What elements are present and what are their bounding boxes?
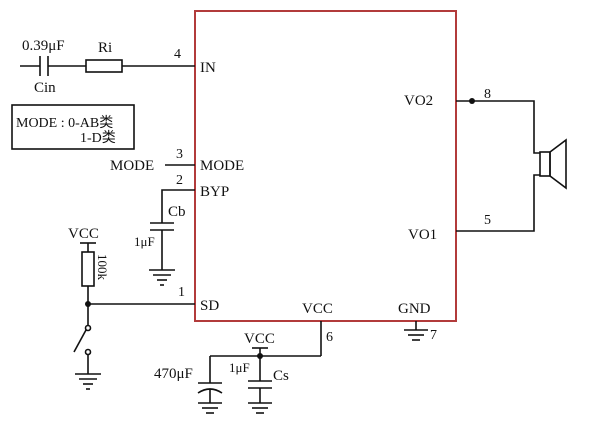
pin-6-number: 6	[326, 330, 333, 345]
mode-legend-line-1: MODE : 0-AB类	[16, 115, 113, 131]
ground-icon	[75, 373, 101, 390]
pin-6-name: VCC	[302, 301, 333, 317]
mode-signal-label: MODE	[110, 158, 154, 174]
switch-icon	[73, 324, 92, 356]
supply-label: VCC	[244, 331, 275, 347]
bypass-cap-name: Cb	[168, 204, 186, 220]
gnd-pin: GND 7	[398, 301, 437, 343]
bulk-cap-value: 470μF	[154, 366, 193, 382]
input-resistor-name: Ri	[98, 40, 112, 56]
pin-7-number: 7	[430, 328, 437, 343]
ground-icon	[149, 269, 175, 286]
ground-icon	[248, 402, 272, 414]
bypass-network: Cb 1μF 2 BYP	[134, 173, 229, 286]
mode-legend-box	[11, 104, 135, 150]
pin-5-name: VO1	[408, 227, 437, 243]
bypass-cap-value: 1μF	[134, 234, 155, 249]
input-cap-name: Cin	[34, 80, 56, 96]
supply-network: VCC 6 VCC 470μF 1	[154, 301, 333, 414]
ground-icon	[404, 329, 428, 341]
pin-2-name: BYP	[200, 184, 229, 200]
input-cap-value: 0.39μF	[22, 38, 65, 54]
mode-legend: MODE : 0-AB类 1-D类	[11, 104, 135, 150]
shutdown-network: VCC 100k 1 SD	[68, 226, 219, 390]
pin-5-number: 5	[484, 213, 491, 228]
pin-7-name: GND	[398, 301, 431, 317]
mode-pin: MODE 3 MODE	[110, 147, 244, 174]
pin-1-name: SD	[200, 298, 219, 314]
decoupling-cap-value: 1μF	[229, 360, 250, 375]
decoupling-cap-name: Cs	[273, 368, 289, 384]
pin-2-number: 2	[176, 173, 183, 188]
mode-legend-line-2: 1-D类	[80, 130, 116, 146]
input-capacitor-symbol	[39, 56, 49, 76]
speaker-icon	[539, 138, 567, 190]
pullup-resistor-symbol	[81, 251, 95, 287]
ic-body	[194, 10, 457, 322]
decoupling-capacitor-symbol	[248, 380, 272, 389]
input-network: 0.39μF Cin Ri 4 IN	[20, 38, 216, 96]
pin-1-number: 1	[178, 285, 185, 300]
pin-3-number: 3	[176, 147, 183, 162]
bypass-capacitor-symbol	[150, 222, 174, 231]
pullup-resistor-value: 100k	[95, 254, 110, 281]
input-resistor-symbol	[85, 59, 123, 73]
pin-4-name: IN	[200, 60, 216, 76]
ground-icon	[198, 402, 222, 414]
pin-8-number: 8	[484, 87, 491, 102]
pin-3-name: MODE	[200, 158, 244, 174]
pin-8-name: VO2	[404, 93, 433, 109]
shutdown-supply-label: VCC	[68, 226, 99, 242]
output-network: VO2 8 VO1 5	[404, 87, 567, 243]
pin-4-number: 4	[174, 47, 181, 62]
